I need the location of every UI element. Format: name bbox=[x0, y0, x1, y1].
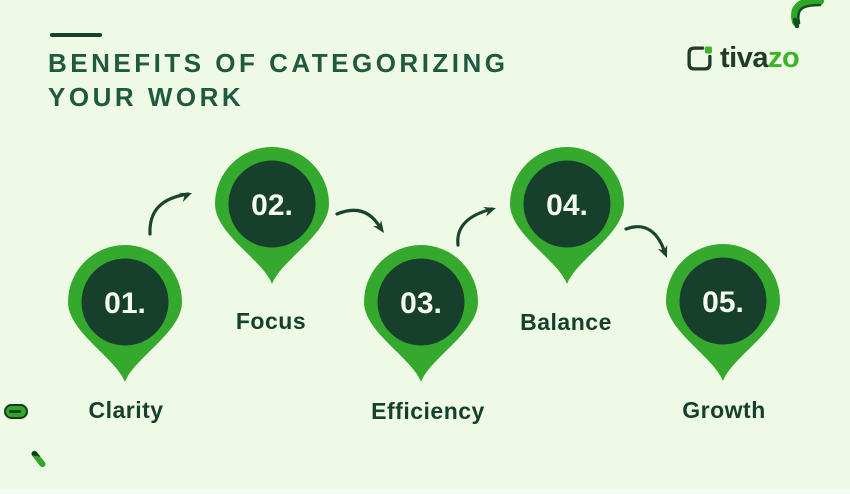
step-pin-02: 02. bbox=[212, 144, 332, 286]
brand-name-dark: tiva bbox=[720, 42, 768, 74]
pin-number: 05. bbox=[702, 286, 744, 319]
brand-logo: tivazo bbox=[686, 42, 800, 74]
step-label-growth: Growth bbox=[682, 397, 766, 423]
flow-arrow-2-icon bbox=[335, 208, 384, 233]
flow-arrow-1-icon bbox=[148, 192, 192, 236]
page-title: BENEFITS OF CATEGORIZING YOUR WORK bbox=[48, 46, 509, 114]
step-label-clarity: Clarity bbox=[88, 397, 164, 423]
flow-arrow-4-icon bbox=[624, 225, 668, 258]
ribbon-squiggle-icon bbox=[791, 0, 824, 29]
pin-number: 01. bbox=[104, 287, 146, 320]
page-title-line2: YOUR WORK bbox=[48, 82, 245, 112]
page-title-line1: BENEFITS OF CATEGORIZING bbox=[48, 48, 509, 78]
pin-number: 03. bbox=[400, 287, 442, 320]
pin-number: 02. bbox=[251, 189, 293, 222]
brand-name-green: zo bbox=[767, 42, 800, 74]
pill-mark-icon bbox=[4, 404, 28, 419]
step-pin-05: 05. bbox=[663, 241, 783, 383]
step-pin-01: 01. bbox=[65, 242, 185, 384]
flow-arrow-3-icon bbox=[456, 206, 496, 247]
pin-number: 04. bbox=[546, 189, 588, 222]
step-label-focus: Focus bbox=[235, 308, 307, 334]
step-label-efficiency: Efficiency bbox=[371, 398, 485, 424]
brand-name: tivazo bbox=[720, 42, 800, 74]
bottom-edge-strip bbox=[0, 489, 850, 494]
step-pin-04: 04. bbox=[507, 144, 627, 286]
step-label-balance: Balance bbox=[520, 309, 612, 335]
title-accent-line bbox=[50, 33, 102, 37]
dash-mark-icon bbox=[30, 449, 47, 469]
step-pin-03: 03. bbox=[361, 242, 481, 384]
tivazo-logo-mark-icon bbox=[687, 46, 712, 71]
